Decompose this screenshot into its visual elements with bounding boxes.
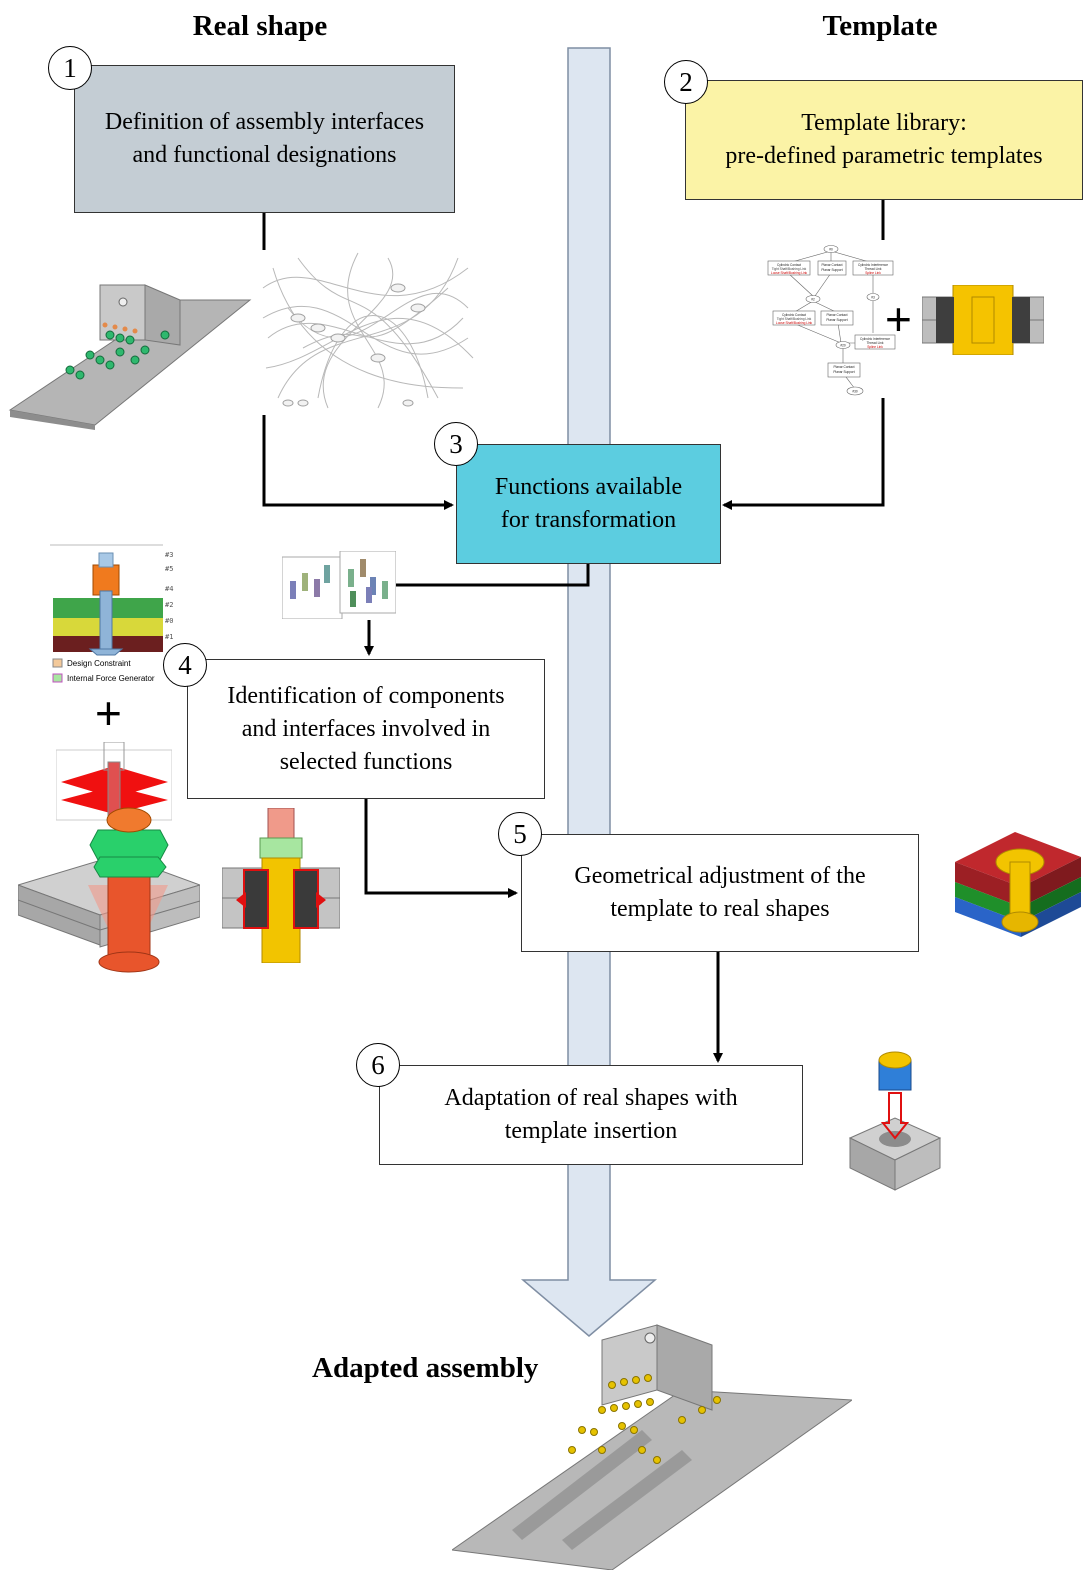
layer-label-5: #0 bbox=[165, 617, 173, 625]
step-2-box: Template library: pre-defined parametric … bbox=[685, 80, 1083, 200]
graph-label-thread-link-1: Thread Link bbox=[865, 267, 882, 271]
graph-label-planar-contact-3: Planar Contact bbox=[833, 365, 854, 369]
graph-label-cyl-contact-1: Cylindric Contact bbox=[777, 263, 801, 267]
layer-label-6: #1 bbox=[165, 633, 173, 641]
real-assembly-illustration bbox=[8, 284, 252, 430]
graph-node-a: #0 bbox=[829, 248, 833, 252]
step-3-line-1: Functions available bbox=[494, 474, 683, 500]
graph-label-cyl-interference-2: Cylindric Interference bbox=[860, 337, 890, 341]
graph-label-planar-support-3: Planar Support bbox=[833, 370, 854, 374]
bolt-section-illustration: #3 #5 #4 #2 #0 #1 Design Constraint Inte… bbox=[50, 544, 173, 683]
step-2-line-1: Template library: bbox=[801, 110, 967, 136]
template-insertion-illustration bbox=[848, 1051, 942, 1191]
graph-label-cyl-interference-1: Cylindric Interference bbox=[858, 263, 888, 267]
step-1-line-1: Definition of assembly interfaces bbox=[104, 109, 425, 135]
graph-node-c: #3 bbox=[871, 296, 875, 300]
layer-label-4: #2 bbox=[165, 601, 173, 609]
graph-label-tight-link-1: Tight Shaft/Bushing Link bbox=[772, 267, 807, 271]
step-3-line-2: for transformation bbox=[500, 507, 677, 533]
step-6-box: Adaptation of real shapes with template i… bbox=[379, 1065, 803, 1165]
graph-node-d: #20 bbox=[840, 344, 846, 348]
step-3-number: 3 bbox=[434, 422, 478, 466]
step-5-number: 5 bbox=[498, 812, 542, 856]
graph-label-loose-link-2: Loose Shaft/Bushing Link bbox=[776, 321, 813, 325]
step-6-line-1: Adaptation of real shapes with bbox=[444, 1085, 738, 1111]
step-1-number: 1 bbox=[48, 46, 92, 90]
graph-node-b: #2 bbox=[811, 298, 815, 302]
central-flow-arrow bbox=[520, 47, 658, 1337]
adapted-assembly-illustration bbox=[452, 1324, 852, 1570]
connector-4-to-5 bbox=[364, 798, 518, 898]
graph-label-tight-link-2: Tight Shaft/Bushing Link bbox=[777, 317, 812, 321]
graph-label-planar-support-2: Planar Support bbox=[826, 318, 847, 322]
graph-label-loose-link-1: Loose Shaft/Bushing Link bbox=[771, 271, 808, 275]
layer-label-3: #4 bbox=[165, 585, 173, 593]
graph-label-planar-contact-1: Planar Contact bbox=[821, 263, 842, 267]
connector-2b-to-3 bbox=[722, 395, 885, 510]
legend-design-constraint: Design Constraint bbox=[67, 659, 131, 668]
functions-selection-illustration bbox=[282, 551, 396, 619]
graph-label-planar-contact-2: Planar Contact bbox=[826, 313, 847, 317]
template-part-illustration bbox=[922, 285, 1044, 355]
graph-label-thread-link-2: Thread Link bbox=[867, 341, 884, 345]
step-5-line-1: Geometrical adjustment of the bbox=[574, 863, 866, 889]
force-cone-illustration bbox=[56, 742, 172, 821]
template-graph-illustration: #0 Cylindric Contact Tight Shaft/Bushing… bbox=[763, 243, 899, 398]
graph-label-cyl-contact-2: Cylindric Contact bbox=[782, 313, 806, 317]
step-3-box: Functions available for transformation bbox=[456, 444, 721, 564]
plus-sign-template: + bbox=[885, 293, 912, 345]
column-title-real-shape: Real shape bbox=[192, 10, 328, 42]
column-title-template: Template bbox=[822, 10, 938, 42]
step-6-line-2: template insertion bbox=[504, 1118, 678, 1144]
interface-graph-illustration bbox=[262, 252, 474, 409]
step-1-line-2: and functional designations bbox=[132, 142, 397, 168]
layer-label-2: #5 bbox=[165, 565, 173, 573]
graph-label-planar-support-1: Planar Support bbox=[821, 268, 842, 272]
adapted-section-illustration bbox=[222, 808, 340, 963]
step-4-number: 4 bbox=[163, 643, 207, 687]
adjusted-template-illustration bbox=[955, 832, 1081, 937]
layer-label-1: #3 bbox=[165, 551, 173, 559]
legend-internal-force: Internal Force Generator bbox=[67, 674, 155, 683]
adapted-bolt-illustration bbox=[18, 807, 200, 973]
graph-node-e: #30 bbox=[852, 390, 858, 394]
step-4-line-1: Identification of components bbox=[227, 682, 505, 709]
graph-label-spline-link-1: Spline Link bbox=[865, 271, 881, 275]
step-1-box: Definition of assembly interfaces and fun… bbox=[74, 65, 455, 213]
step-4-line-2: and interfaces involved in bbox=[241, 715, 491, 742]
step-2-number: 2 bbox=[664, 60, 708, 104]
step-2-line-2: pre-defined parametric templates bbox=[725, 143, 1043, 169]
plus-sign-real: + bbox=[95, 687, 122, 739]
graph-label-spline-link-2: Spline Link bbox=[867, 345, 883, 349]
step-5-box: Geometrical adjustment of the template to… bbox=[521, 834, 919, 952]
step-6-number: 6 bbox=[356, 1043, 400, 1087]
step-4-line-3: selected functions bbox=[279, 748, 453, 775]
connector-3-to-4 bbox=[395, 563, 590, 587]
connector-1b-to-3 bbox=[262, 415, 454, 510]
adapted-assembly-label: Adapted assembly bbox=[312, 1352, 539, 1384]
step-4-box: Identification of components and interfac… bbox=[187, 659, 545, 799]
step-5-line-2: template to real shapes bbox=[610, 896, 830, 922]
